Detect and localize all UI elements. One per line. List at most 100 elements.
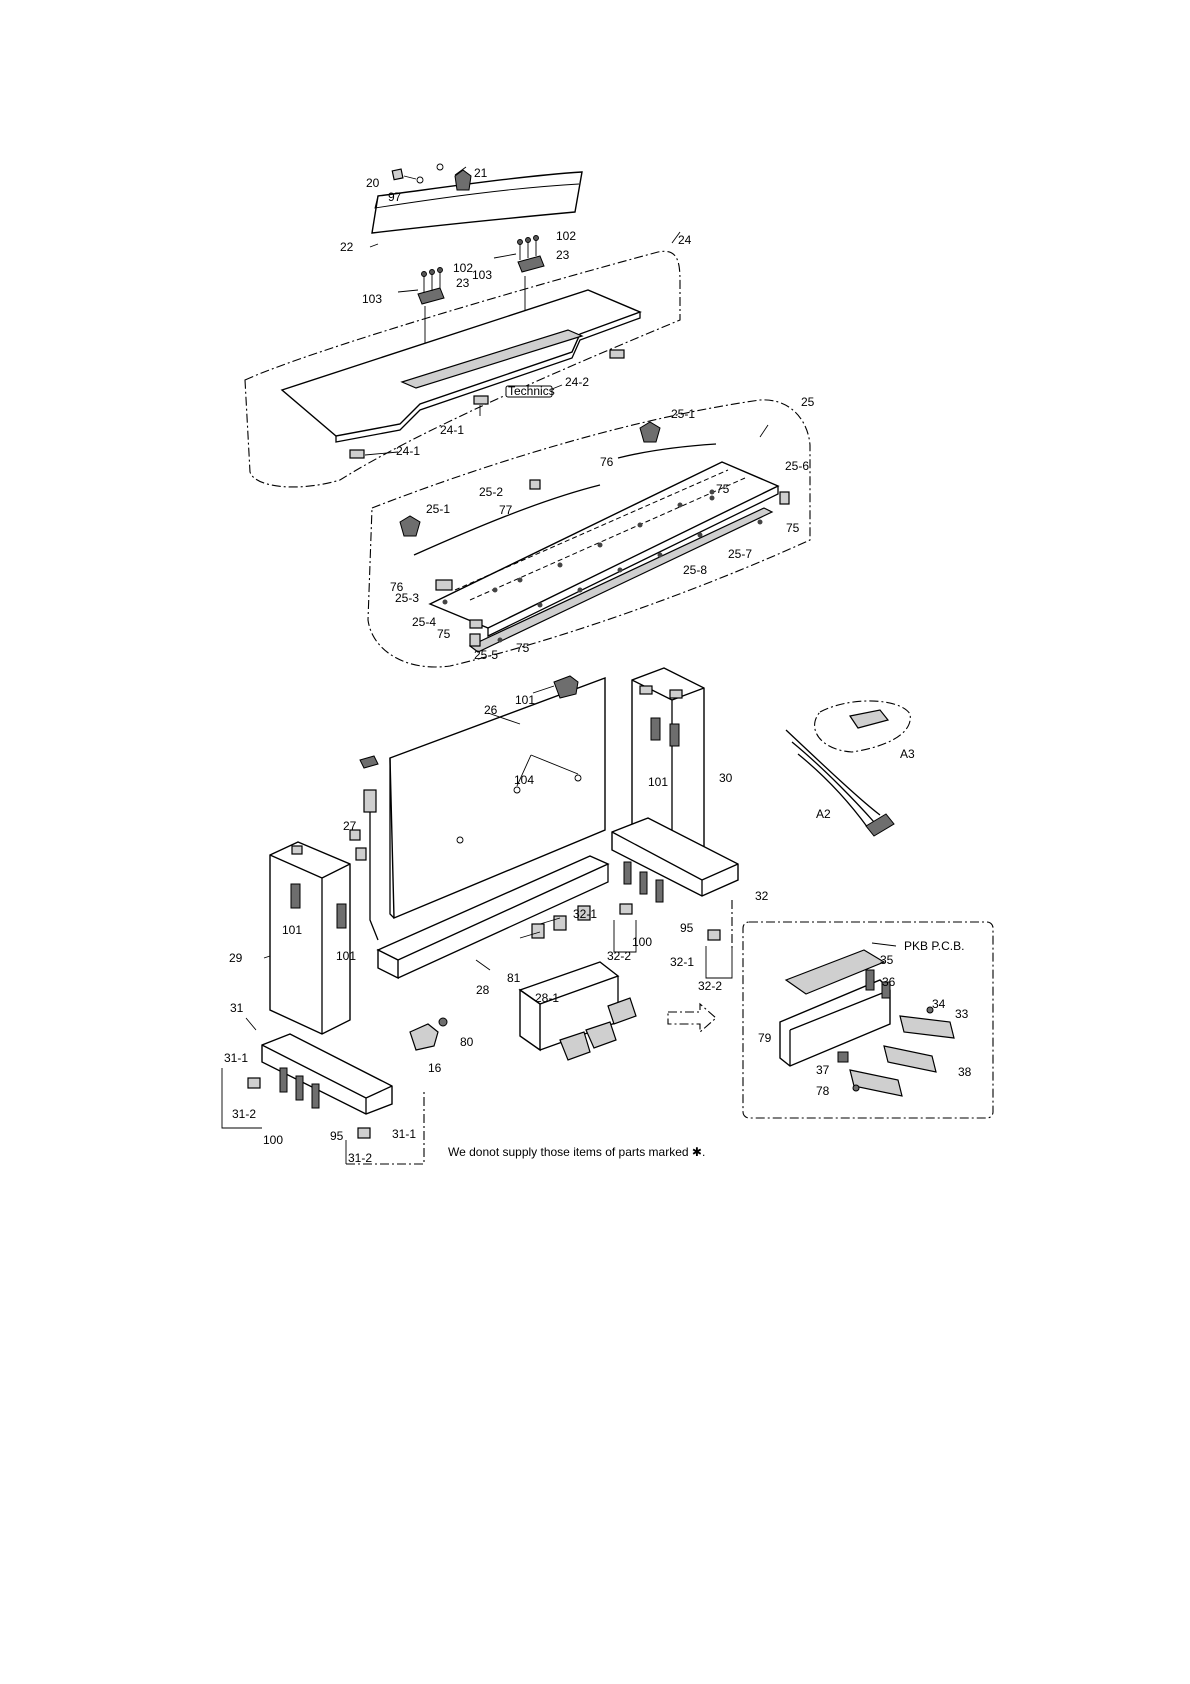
leader-28 [475, 959, 491, 971]
lamp-assembly-25 [367, 399, 811, 668]
part-34-screw [926, 1006, 934, 1014]
part-label-24-2: 24-2 [565, 375, 589, 389]
leader-31 [245, 1017, 257, 1031]
part-label-101c: 101 [282, 923, 302, 937]
part-label-20: 20 [366, 176, 380, 190]
part-16-80-group [409, 1017, 448, 1051]
leader-21 [454, 166, 467, 176]
part-label-32-1a: 32-1 [573, 907, 597, 921]
part-103-screw-left [397, 289, 419, 293]
part-26-board-edge [389, 758, 395, 919]
part-97-screw [416, 176, 424, 184]
leader-104b [530, 754, 579, 775]
part-36-spring [881, 981, 891, 999]
part-a3-adapter [849, 709, 890, 729]
part-label-78: 78 [816, 1084, 830, 1098]
part-25-8-lamp-line-a [454, 469, 729, 591]
music-stand-edge [374, 183, 580, 209]
part-label-97: 97 [388, 190, 402, 204]
part-label-101b: 101 [648, 775, 668, 789]
part-27-cable [369, 795, 379, 941]
stretcher-28-group [376, 855, 610, 980]
part-label-28: 28 [476, 983, 490, 997]
part-25-6-end-cap [779, 491, 790, 505]
part-a2-plug [865, 813, 895, 837]
part-label-81: 81 [507, 971, 521, 985]
part-a2-cable-c [797, 753, 869, 829]
leader-24-2 [551, 384, 563, 390]
music-stand-group [369, 163, 583, 248]
leader-101a [532, 685, 555, 694]
part-81-bolts [519, 917, 561, 939]
leader-104a [516, 754, 532, 787]
part-label-33: 33 [955, 1007, 969, 1021]
part-label-95b: 95 [330, 1129, 344, 1143]
assembly-25-boundary [367, 399, 811, 668]
leader-24-1b [364, 451, 399, 456]
part-25-2-clip [529, 479, 541, 490]
part-25-5-bracket [469, 633, 481, 647]
part-31-1-clip-a [247, 1077, 261, 1089]
part-101-bolts-left [290, 883, 347, 929]
detail-arrow [667, 1002, 717, 1034]
part-29-side-panel-left [269, 841, 351, 1035]
leader-pkb [871, 942, 897, 947]
part-28-1-clips [531, 905, 591, 939]
top-board-assembly-24: Technics [244, 231, 681, 488]
part-30-bracket-b [669, 689, 683, 699]
assembly-24-boundary [244, 250, 681, 488]
part-label-32: 32 [755, 889, 769, 903]
part-label-27: 27 [343, 819, 357, 833]
part-103-screw-right [493, 253, 517, 259]
part-label-75a: 75 [716, 482, 730, 496]
part-label-31: 31 [230, 1001, 244, 1015]
part-label-25-8: 25-8 [683, 563, 707, 577]
part-32-2-bracket-b [705, 946, 733, 979]
part-24-1-foot-right [609, 349, 625, 359]
part-label-26: 26 [484, 703, 498, 717]
brand-plate-text: Technics [508, 384, 555, 398]
part-label-36: 36 [882, 975, 896, 989]
part-24-1-foot-center [473, 395, 489, 405]
foot-right-group [611, 817, 739, 979]
part-label-22: 22 [340, 240, 354, 254]
pedal-center [585, 1021, 617, 1049]
part-label-A2: A2 [816, 807, 831, 821]
leader-20 [403, 175, 417, 180]
part-label-24: 24 [678, 233, 692, 247]
part-label-100a: 100 [632, 935, 652, 949]
part-26-back-board [389, 676, 606, 920]
leader-26 [487, 712, 521, 725]
part-104-screw-c [456, 836, 464, 844]
part-32-2-bracket-a [613, 920, 637, 953]
cable-27-group [355, 789, 379, 941]
supply-note: We donot supply those items of parts mar… [448, 1145, 705, 1159]
part-label-75b: 75 [786, 521, 800, 535]
part-label-24-1b: 24-1 [396, 444, 420, 458]
part-32-1-clip-a [619, 903, 633, 915]
part-21-screw [436, 163, 444, 171]
part-75-screws [442, 489, 763, 643]
part-21-bracket [454, 169, 472, 191]
part-label-76b: 76 [390, 580, 404, 594]
part-label-34: 34 [932, 997, 946, 1011]
part-label-31-2a: 31-2 [232, 1107, 256, 1121]
part-label-31-2b: 31-2 [348, 1151, 372, 1165]
part-label-24-1a: 24-1 [440, 423, 464, 437]
part-label-pkb: PKB P.C.B. [904, 939, 964, 953]
part-23-hinge-right [517, 255, 545, 273]
leader-22 [369, 243, 379, 248]
side-panel-left-group [263, 829, 361, 1035]
part-76-cord-left [413, 484, 601, 556]
accessory-a2-a3-group [785, 700, 911, 837]
pedal-unit-group [518, 961, 717, 1061]
part-label-77: 77 [499, 503, 513, 517]
part-78-screw [852, 1084, 860, 1092]
pedal-detail-box-group [742, 921, 994, 1119]
part-31-2-bracket-a [221, 1068, 262, 1129]
part-104-screw-b [574, 774, 582, 782]
part-104-screw-a [513, 786, 521, 794]
part-label-102b: 102 [556, 229, 576, 243]
